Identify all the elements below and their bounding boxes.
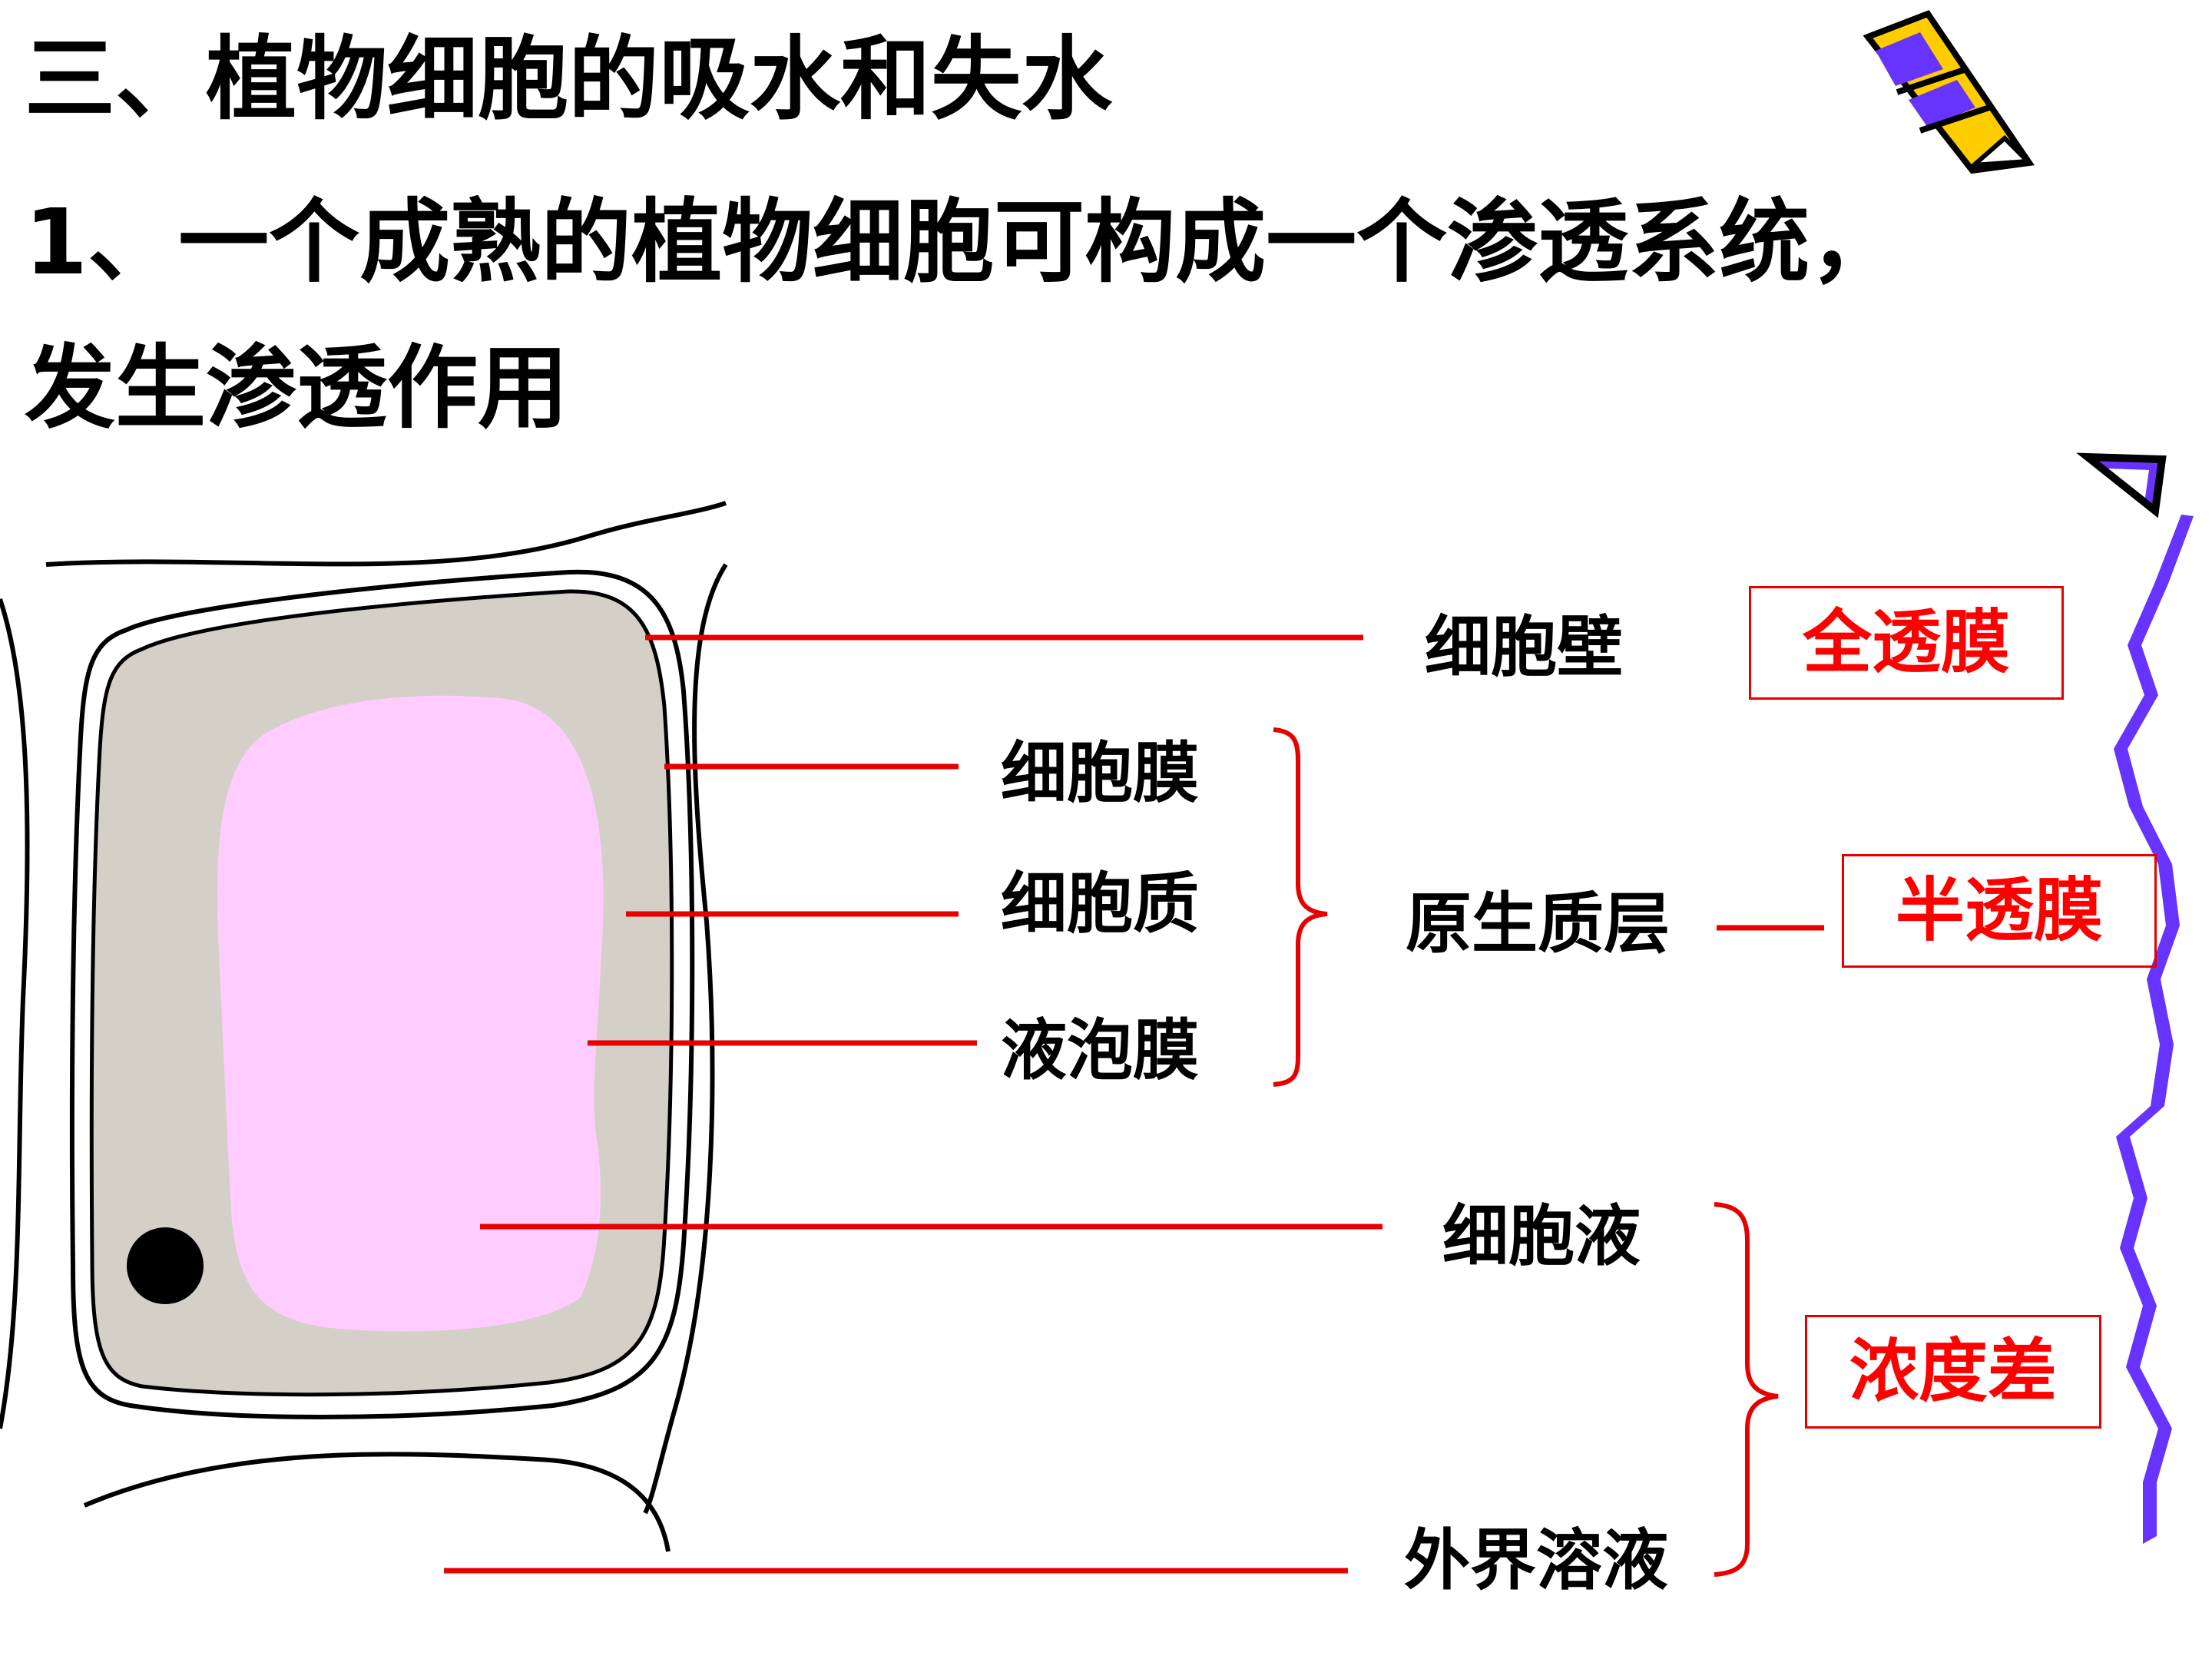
wavy-line-decoration [2114, 515, 2194, 1544]
slide-subtitle-line1: 1、一个成熟的植物细胞可构成一个渗透系统， [25, 189, 1901, 295]
pencil-icon [1863, 10, 2167, 518]
label-external-solution: 外界溶液 [1404, 1522, 1668, 1599]
slide-title: 三、植物细胞的吸水和失水 [25, 26, 1113, 132]
label-cytoplasm: 细胞质 [1001, 866, 1199, 942]
nucleus [127, 1227, 204, 1304]
box-fully-permeable: 全透膜 [1749, 586, 2064, 700]
label-cell-wall: 细胞壁 [1425, 609, 1623, 686]
box-semi-permeable: 半透膜 [1842, 854, 2157, 968]
box-concentration-gradient: 浓度差 [1805, 1315, 2101, 1429]
label-cell-membrane: 细胞膜 [1001, 735, 1199, 812]
slide-subtitle-line2: 发生渗透作用 [25, 335, 569, 441]
leader-lines [444, 634, 1824, 1574]
label-tonoplast: 液泡膜 [1001, 1012, 1199, 1089]
vacuole [217, 695, 604, 1332]
brace-concentration [1714, 1202, 1779, 1577]
label-cell-sap: 细胞液 [1442, 1198, 1641, 1275]
neighbour-cell-walls [0, 501, 728, 1552]
brace-protoplast [1273, 727, 1328, 1087]
label-protoplast-layer: 原生质层 [1406, 886, 1670, 962]
